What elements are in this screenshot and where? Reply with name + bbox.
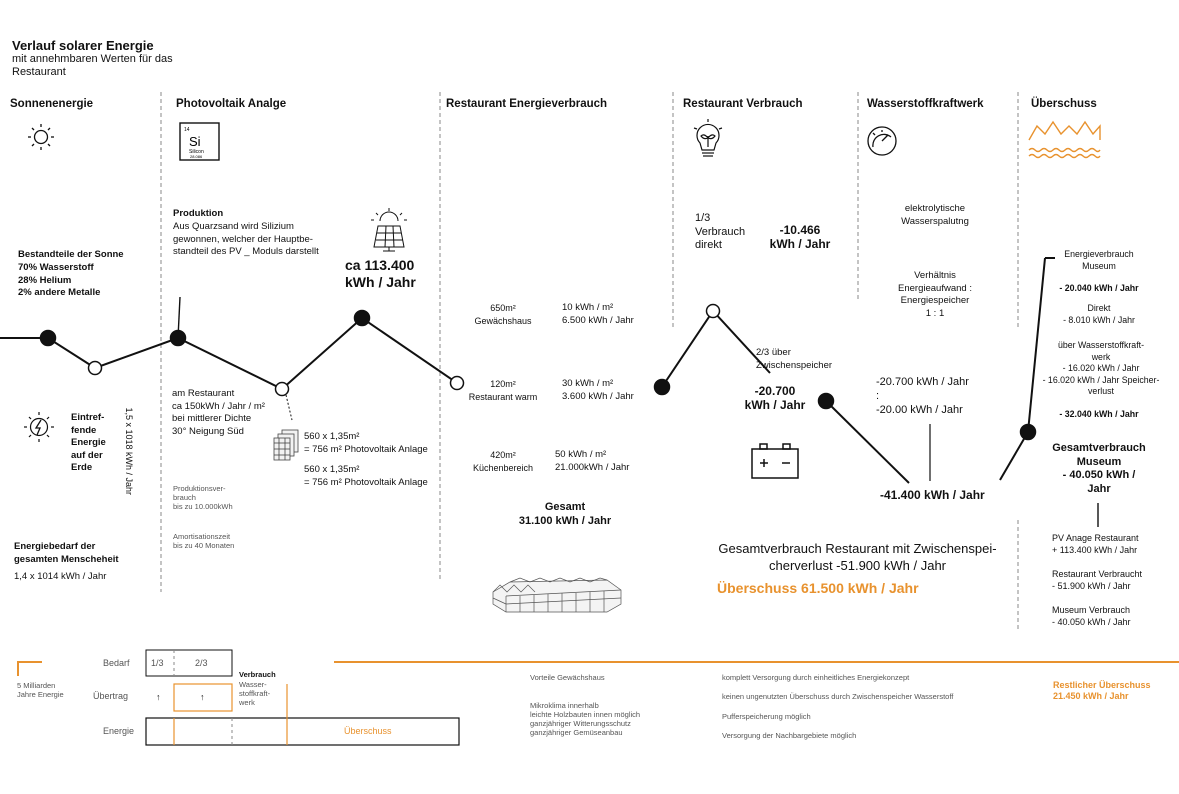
header-pv: Photovoltaik Analge [176,98,287,110]
incoming-energy-value: 1,5 x 1018 kWh / Jahr [123,407,134,496]
museum-overall: Gesamtverbrauch Museum - 40.050 kWh / Ja… [1052,442,1146,495]
pv-panels-2: 560 x 1,35m² = 756 m² Photovoltaik Anlag… [304,464,428,488]
calc-pv: PV Anage Restaurant + 113.400 kWh / Jahr [1052,533,1139,555]
sun-icon [28,124,54,150]
concept-point-1: komplett Versorgung durch einheitliches … [722,673,910,682]
pv-amortisation: Amortisationszeit bis zu 40 Monaten [173,532,235,550]
pv-panel-pointer [285,394,293,421]
node-direct [705,303,721,319]
concept-point-2: keinen ungenutzten Überschuss durch Zwis… [722,692,954,701]
pv-yield-text: am Restaurant ca 150kWh / Jahr / m² bei … [172,388,265,437]
legend-row-uebertrag: Übertrag [93,691,129,701]
incoming-energy-icon [24,412,54,442]
museum-sum: - 32.040 kWh / Jahr [1059,409,1139,419]
remaining-surplus-title: Restlicher Überschuss [1053,680,1151,690]
element-mass: 28.086 [190,154,203,159]
museum-via-hydrogen: über Wasserstoffkraft- werk - 16.020 kWh… [1042,340,1160,396]
header-sun: Sonnenenergie [10,98,94,110]
solar-panel-icon [371,208,407,252]
node-sun [39,329,57,347]
legend-plant-sub: Wasser- stoffkraft- werk [239,680,271,707]
pv-module-icon [273,429,299,461]
legend-row-bedarf: Bedarf [103,658,130,668]
energy-row-2-rate: 30 kWh / m² 3.600 kWh / Jahr [562,378,634,402]
restaurant-total-text: Gesamtverbrauch Restaurant mit Zwischens… [718,541,997,573]
concept-point-3: Pufferspeicherung möglich [722,712,811,721]
node-panels [274,381,290,397]
usage-storage-value: -20.700 kWh / Jahr [744,384,806,412]
energy-row-2-area: 120m² Restaurant warm [468,379,538,402]
museum-total: - 20.040 kWh / Jahr [1059,283,1139,293]
header-restaurant-energy: Restaurant Energieverbrauch [446,98,608,110]
element-symbol: Si [189,134,201,149]
restaurant-surplus: Überschuss 61.500 kWh / Jahr [717,580,919,596]
incoming-energy-label: Eintref- fende Energie auf der Erde [71,412,106,473]
energy-row-3-area: 420m² Küchenbereich [472,450,534,473]
header-restaurant-usage: Restaurant Verbrauch [683,98,803,110]
greenhouse-points: Mikroklima innerhalb leichte Holzbauten … [530,701,641,737]
legend-surplus: Überschuss [344,726,392,736]
usage-storage-label: 2/3 über Zwischenspeicher [756,347,833,371]
legend-graphics [17,649,1179,746]
gauge-icon [867,126,897,156]
energy-row-1-rate: 10 kWh / m² 6.500 kWh / Jahr [562,302,634,326]
page-subtitle: mit annehmbaren Werten für das Restauran… [12,53,173,78]
node-restaurant [449,375,465,391]
pv-production-text: Aus Quarzsand wird Silizium gewonnen, we… [173,221,319,257]
energy-row-1-area: 650m² Gewächshaus [474,303,532,326]
legend-left-note: 5 Milliarden Jahre Energie [17,681,64,699]
column-dividers [160,92,1019,630]
pv-panels-1: 560 x 1,35m² = 756 m² Photovoltaik Anlag… [304,431,428,455]
header-surplus: Überschuss [1031,98,1097,110]
energy-row-3-rate: 50 kWh / m² 21.000kWh / Jahr [555,449,630,473]
pv-output-value: ca 113.400 kWh / Jahr [345,257,416,290]
node-usage [653,378,671,396]
sun-composition: 70% Wasserstoff 28% Helium 2% andere Met… [18,262,101,298]
legend-fraction-2: 2/3 [195,658,208,668]
legend-fraction-1: 1/3 [151,658,164,668]
pv-production-limit: Produktionsver- brauch bis zu 10.000kWh [173,484,233,511]
remaining-surplus-value: 21.450 kWh / Jahr [1053,691,1129,701]
element-number: 14 [184,127,190,133]
silicon-element-icon: 14 Si Silicon 28.086 [179,122,220,161]
calc-restaurant: Restaurant Verbraucht - 51.900 kWh / Jah… [1052,569,1143,591]
legend-plant: Verbrauch [239,670,276,679]
node-output [353,309,371,327]
sun-composition-title: Bestandteile der Sonne [18,249,124,260]
greenhouse-icon [492,577,622,613]
legend-arrow-1: ↑ [156,692,161,702]
greenhouse-title: Vorteile Gewächshaus [530,673,605,682]
legend-row-energie: Energie [103,726,135,736]
humanity-need-value: 1,4 x 1014 kWh / Jahr [14,571,107,582]
concept-point-4: Versorgung der Nachbargebiete möglich [722,731,857,740]
energy-total-value: 31.100 kWh / Jahr [518,515,612,527]
hydrogen-process: elektrolytische Wasserspalutng [901,203,969,227]
node-pv [169,329,187,347]
humanity-need-title: Energiebedarf der gesamten Menscheheit [14,541,119,565]
node-earth [87,360,103,376]
battery-icon [751,443,799,479]
header-hydrogen: Wasserstoffkraftwerk [867,98,984,110]
pv-production-title: Produktion [173,208,224,219]
surplus-wave-icon [1028,120,1101,159]
legend-arrow-2: ↑ [200,692,205,702]
usage-direct-label: 1/3 Verbrauch direkt [695,212,746,251]
museum-direct: Direkt - 8.010 kWh / Jahr [1063,303,1135,325]
lightbulb-icon [693,119,723,157]
museum-title: Energieverbrauch Museum [1064,249,1134,271]
hydrogen-ratio: Verhältnis Energieaufwand : Energiespeic… [898,270,972,319]
hydrogen-ratio-values: -20.700 kWh / Jahr : -20.00 kWh / Jahr [876,376,969,416]
calc-museum: Museum Verbrauch - 40.050 kWh / Jahr [1052,605,1131,627]
node-museum [1019,423,1037,441]
element-name: Silicon [189,149,204,155]
graph-nodes [39,303,1037,441]
energy-total-label: Gesamt [544,501,586,513]
node-storage [817,392,835,410]
page-title: Verlauf solarer Energie [12,38,154,53]
usage-direct-value: -10.466 kWh / Jahr [769,223,831,251]
hydrogen-total: -41.400 kWh / Jahr [880,488,985,502]
